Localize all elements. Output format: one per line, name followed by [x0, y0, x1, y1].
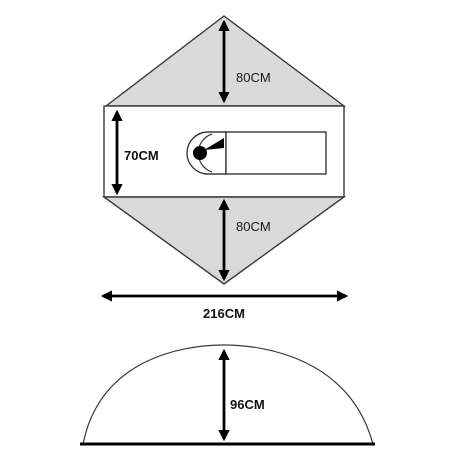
center-height-label: 70CM [124, 148, 159, 163]
dome-outline [82, 344, 374, 445]
top-height-label: 80CM [236, 70, 271, 85]
width-label: 216CM [203, 306, 245, 321]
bottom-height-label: 80CM [236, 219, 271, 234]
side-view: 96CM [80, 344, 375, 446]
top-view: 80CM 70CM 80CM 216CM [100, 15, 349, 321]
sleeping-bag-icon [186, 131, 327, 175]
side-height-label: 96CM [230, 397, 265, 412]
